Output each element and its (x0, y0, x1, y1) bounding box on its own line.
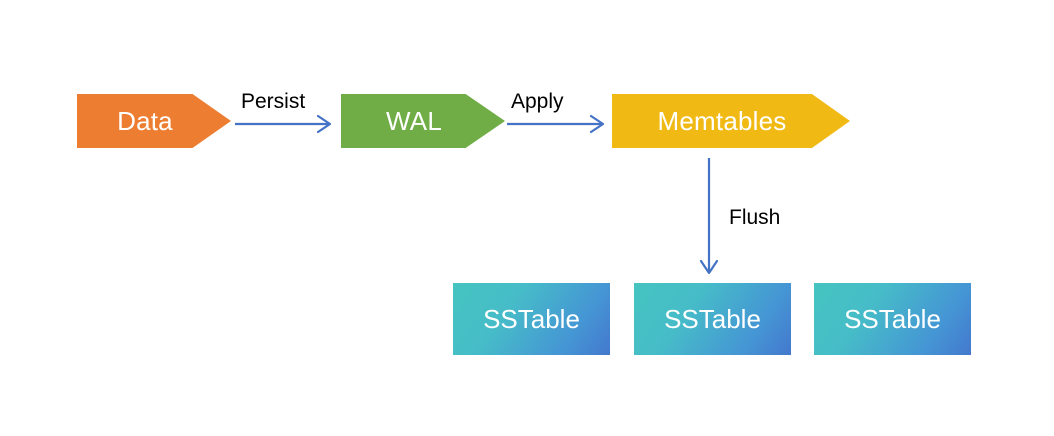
edge-flush-arrow (699, 158, 719, 275)
edge-persist-arrow (235, 114, 332, 134)
node-sstable-2[interactable]: SSTable (634, 283, 791, 355)
node-wal[interactable]: WAL (341, 94, 505, 148)
node-sstable-1[interactable]: SSTable (453, 283, 610, 355)
node-sstable-2-label: SSTable (664, 303, 761, 334)
node-memtables-label: Memtables (657, 105, 787, 136)
edge-label-flush: Flush (729, 206, 781, 229)
node-sstable-3-label: SSTable (844, 303, 941, 334)
node-sstable-1-label: SSTable (483, 303, 580, 334)
node-sstable-3[interactable]: SSTable (814, 283, 971, 355)
node-data[interactable]: Data (77, 94, 231, 148)
node-memtables[interactable]: Memtables (612, 94, 850, 148)
edge-label-persist: Persist (241, 90, 306, 113)
node-data-label: Data (117, 105, 173, 136)
node-wal-label: WAL (386, 105, 442, 136)
edge-apply-arrow (507, 114, 605, 134)
edge-label-apply: Apply (511, 90, 564, 113)
